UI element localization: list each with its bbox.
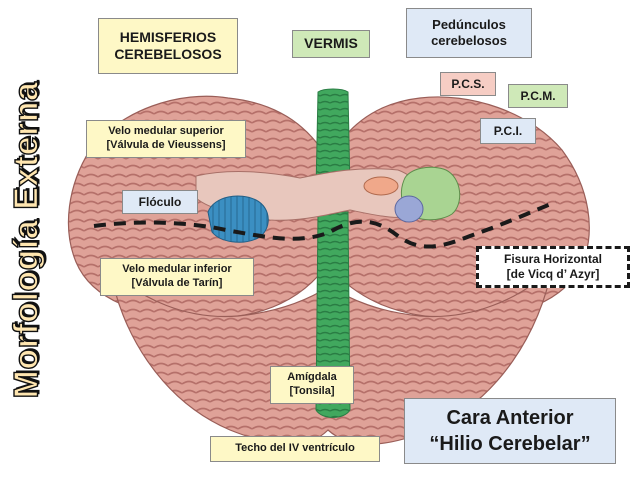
label-techo: Techo del IV ventrículo (210, 436, 380, 462)
pcs-peduncle (363, 176, 399, 196)
label-hemisferios: HEMISFERIOS CEREBELOSOS (98, 18, 238, 74)
pci-peduncle (394, 195, 424, 223)
label-vermis: VERMIS (292, 30, 370, 58)
label-pedunculos: Pedúnculos cerebelosos (406, 8, 532, 58)
label-amigdala: Amígdala [Tonsila] (270, 366, 354, 404)
label-floculo: Flóculo (122, 190, 198, 214)
label-pcm: P.C.M. (508, 84, 568, 108)
horizontal-fissure-line (93, 200, 557, 249)
label-velo-superior: Velo medular superior [Válvula de Vieuss… (86, 120, 246, 158)
label-fisura-horizontal: Fisura Horizontal [de Vicq d’ Azyr] (476, 246, 630, 288)
label-pcs: P.C.S. (440, 72, 496, 96)
label-pci: P.C.I. (480, 118, 536, 144)
label-cara-anterior: Cara Anterior “Hilio Cerebelar” (404, 398, 616, 464)
label-velo-inferior: Velo medular inferior [Válvula de Tarín] (100, 258, 254, 296)
